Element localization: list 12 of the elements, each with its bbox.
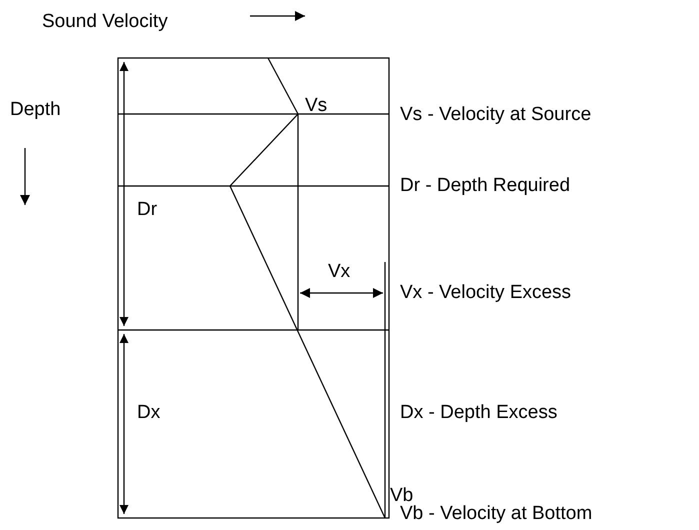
dimension-label: Dx xyxy=(137,402,160,424)
dimension-label: Dr xyxy=(137,199,158,221)
curve-label: Vs xyxy=(305,95,328,117)
axis-title: Sound Velocity xyxy=(42,11,168,33)
dimension-label: Vx xyxy=(328,261,350,283)
legend-text: Vx - Velocity Excess xyxy=(400,282,572,304)
axis-title: Depth xyxy=(10,99,61,121)
legend-text: Dr - Depth Required xyxy=(400,175,570,197)
legend-text: Vb - Velocity at Bottom xyxy=(400,503,592,525)
legend-text: Vs - Velocity at Source xyxy=(400,104,592,126)
legend-text: Dx - Depth Excess xyxy=(400,402,558,424)
curve-label: Vb xyxy=(390,485,414,506)
